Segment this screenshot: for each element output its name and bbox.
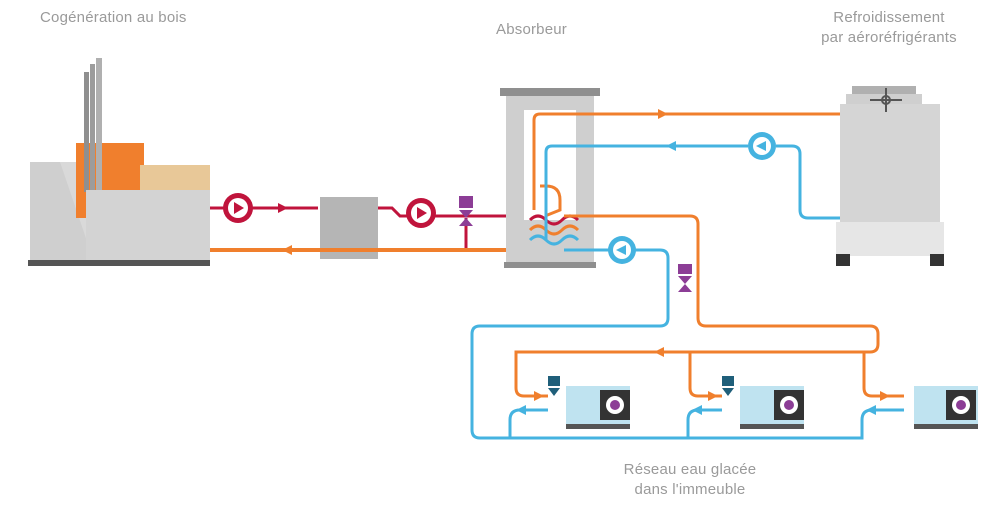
cogeneration-plant (28, 58, 210, 266)
flow-arrow (658, 109, 668, 119)
pump-icon (748, 132, 776, 160)
fan-icon (870, 88, 902, 112)
chilled-water-pump (608, 236, 636, 264)
flow-arrow (666, 141, 676, 151)
flow-arrow (534, 391, 544, 401)
flow-arrow (880, 391, 890, 401)
label-cogeneration: Cogénération au bois (40, 9, 187, 26)
three-way-valve-icon (459, 196, 473, 226)
label-reseau: Réseau eau glacée dans l'immeuble (580, 460, 800, 500)
label-refroidissement-line2: par aéroréfrigérants (821, 29, 957, 46)
pump-icon (406, 198, 436, 228)
flow-arrow (282, 245, 292, 255)
fan-coil-unit (722, 376, 804, 429)
flow-arrow (654, 347, 664, 357)
label-refroidissement-line1: Refroidissement (833, 9, 945, 26)
three-way-valve-icon (678, 264, 692, 292)
label-refroidissement: Refroidissement par aéroréfrigérants (796, 8, 982, 48)
flow-arrow (866, 405, 876, 415)
label-reseau-line1: Réseau eau glacée (623, 461, 757, 478)
dry-cooler-unit (836, 86, 944, 266)
flow-arrow (516, 405, 526, 415)
label-reseau-line2: dans l'immeuble (634, 481, 746, 498)
flow-arrow (692, 405, 702, 415)
flow-arrow (708, 391, 718, 401)
fan-coil-unit (548, 376, 630, 429)
chilled-return-line (514, 214, 904, 398)
label-absorbeur: Absorbeur (496, 21, 568, 38)
flow-arrow (278, 203, 288, 213)
pump-icon (223, 193, 253, 223)
fan-coil-unit (914, 386, 978, 429)
